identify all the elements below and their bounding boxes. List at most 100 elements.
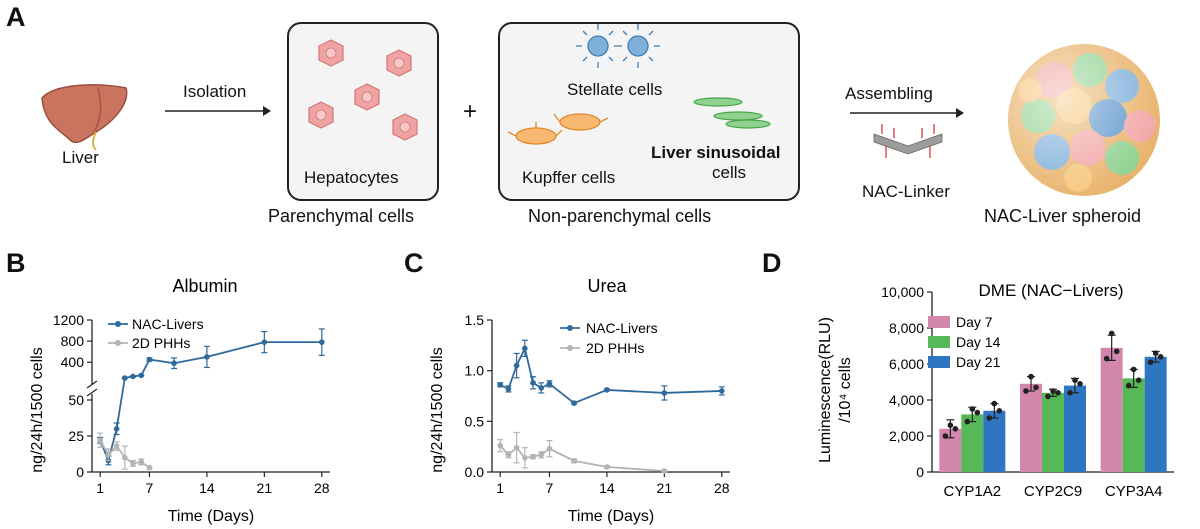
urea-x-tick-label: 1 [496,480,504,496]
urea-y-tick-label: 1.5 [465,312,485,328]
liver-illustration [41,84,128,150]
albumin-legend-phh: 2D PHHs [132,335,190,351]
panel-label-a: A [6,2,26,32]
urea-y-tick-label: 1.0 [465,363,485,379]
albumin-data-point [261,339,268,345]
dme-replicate-point [952,426,959,432]
dme-y-tick-label: 2,000 [889,428,924,444]
kupffer-label: Kupffer cells [522,168,616,187]
urea-x-tick-label: 21 [657,480,673,496]
urea-y-tick-label: 0.0 [465,464,485,480]
albumin-data-point [113,426,120,432]
albumin-x-tick-label: 7 [146,480,154,496]
albumin-data-point [138,459,145,465]
albumin-data-point [138,372,145,379]
dme-bar [1020,383,1042,472]
urea-xlabel: Time (Days) [568,508,655,525]
assembling-label: Assembling [845,84,933,103]
albumin-legend-nac: NAC-Livers [132,316,204,332]
albumin-title: Albumin [172,276,237,296]
urea-legend-nac: NAC-Livers [586,320,658,336]
stellate-cell-icon [576,24,660,68]
dme-y-tick-label: 8,000 [889,320,924,336]
albumin-y-tick-label: 1200 [53,312,84,328]
dme-replicate-point [986,415,993,421]
non-parenchymal-cells-icon [507,24,771,145]
dme-bar [939,428,962,472]
urea-data-point [505,451,512,458]
albumin-data-point [146,464,153,471]
dme-y-tick-label: 6,000 [889,356,924,372]
dme-ylabel-line2: /10⁴ cells [837,357,854,423]
dme-replicate-point [1103,355,1110,362]
dme-title: DME (NAC−Livers) [979,281,1124,300]
panel-label-b: B [6,248,26,278]
dme-y-tick-label: 10,000 [881,284,924,300]
dme-bar [1064,385,1086,472]
urea-data-point [661,468,668,474]
albumin-data-point [171,360,177,367]
assembling-arrow-icon [850,108,964,118]
plus-sign: + [463,98,478,125]
dme-replicate-point [1067,390,1073,396]
urea-ylabel: ng/24h/1500 cells [429,347,446,472]
hepatocyte-cells-icon [308,39,418,141]
urea-data-point [522,455,528,461]
albumin-y-tick-label: 25 [68,428,84,444]
urea-data-point [718,388,725,394]
lsec-label-line1: Liver sinusoidal [651,143,781,162]
dme-replicate-point [1108,330,1115,337]
urea-data-point [522,345,528,352]
dme-legend: Day 7 Day 14 Day 21 [928,314,1001,370]
albumin-y-tick-label: 400 [61,354,85,370]
albumin-x-tick-label: 1 [96,480,104,496]
urea-data-point [546,445,553,452]
albumin-y-tick-label: 800 [61,333,85,349]
urea-data-point [571,400,577,406]
urea-data-point [497,442,504,449]
dme-replicate-point [964,418,971,425]
hepatocytes-box [287,22,439,201]
urea-data-point [513,444,520,451]
albumin-axis-break [86,388,98,397]
hepatocytes-label: Hepatocytes [304,168,399,187]
spheroid-illustration [1008,44,1160,196]
urea-data-point [497,382,504,388]
albumin-legend: NAC-Livers 2D PHHs [108,316,204,351]
urea-chart: Urea ng/24h/1500 cells Time (Days) 0.0 0.… [429,276,730,525]
dme-bar [1144,356,1167,472]
dme-replicate-point [1045,393,1051,400]
albumin-x-tick-label: 28 [314,480,330,496]
urea-data-point [530,380,536,386]
albumin-data-point [113,443,120,449]
isolation-arrow-icon [165,106,271,116]
urea-title: Urea [587,276,627,296]
dme-replicate-point [1077,381,1083,387]
albumin-axis-break [86,380,98,389]
urea-data-point [604,464,610,470]
albumin-chart: Albumin ng/24h/1500 cells Time (Days) 02… [29,276,330,525]
dme-replicate-point [1152,350,1159,356]
dme-replicate-point [996,408,1003,414]
dme-replicate-point [1055,390,1061,396]
urea-y-tick-label: 0.5 [465,413,485,429]
dme-category-label: CYP3A4 [1105,483,1163,500]
stellate-label: Stellate cells [567,80,663,99]
urea-x-tick-label: 28 [714,480,730,496]
parenchymal-label: Parenchymal cells [268,206,415,226]
albumin-series-line-0 [99,341,322,464]
dme-y-tick-label: 4,000 [889,392,924,408]
urea-data-point [538,451,545,458]
urea-data-point [530,454,536,460]
albumin-data-point [130,460,136,467]
albumin-ylabel: ng/24h/1500 cells [29,347,46,472]
dme-replicate-point [1072,377,1078,383]
dme-replicate-point [1130,366,1137,373]
panel-label-d: D [762,248,782,278]
dme-replicate-point [947,422,954,428]
dme-category-label: CYP1A2 [944,483,1002,500]
albumin-x-tick-label: 21 [257,480,273,496]
dme-bar [1042,392,1064,472]
dme-bar [1100,347,1123,472]
urea-x-tick-label: 14 [599,480,615,496]
